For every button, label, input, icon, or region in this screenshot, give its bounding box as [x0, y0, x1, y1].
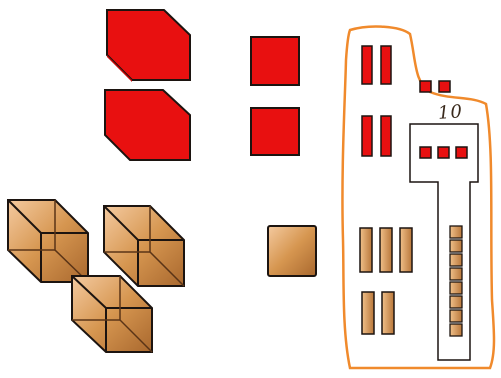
tan-bar — [380, 228, 392, 272]
red-dot — [456, 147, 467, 158]
handwritten-label: 10 — [437, 101, 463, 124]
red-bar — [362, 116, 372, 156]
tan-cell-stack — [450, 226, 462, 336]
red-prism-bottom — [105, 90, 190, 160]
wire-cube-left — [8, 200, 88, 282]
tan-square — [268, 226, 316, 276]
red-prism-top — [107, 10, 190, 82]
tan-cell — [450, 282, 462, 294]
inner-l-outline — [410, 124, 478, 360]
wire-cube-bottom — [72, 276, 152, 352]
tan-cell — [450, 226, 462, 238]
red-dot — [438, 147, 449, 158]
wire-cube-right — [104, 206, 184, 286]
tan-bar — [400, 228, 412, 272]
red-square-bottom — [251, 108, 299, 155]
tan-cell — [450, 254, 462, 266]
red-square-top — [251, 37, 299, 85]
tan-bar — [360, 228, 372, 272]
tan-cell — [450, 268, 462, 280]
red-dot — [420, 147, 431, 158]
red-bar — [381, 46, 391, 84]
red-dot — [420, 81, 431, 92]
tan-cell — [450, 296, 462, 308]
red-dot — [439, 81, 450, 92]
tan-cell — [450, 324, 462, 336]
red-bar — [362, 46, 372, 84]
tan-bar — [382, 292, 394, 334]
tan-bar — [362, 292, 374, 334]
tan-cell — [450, 310, 462, 322]
tan-cell — [450, 240, 462, 252]
red-bar — [381, 116, 391, 156]
